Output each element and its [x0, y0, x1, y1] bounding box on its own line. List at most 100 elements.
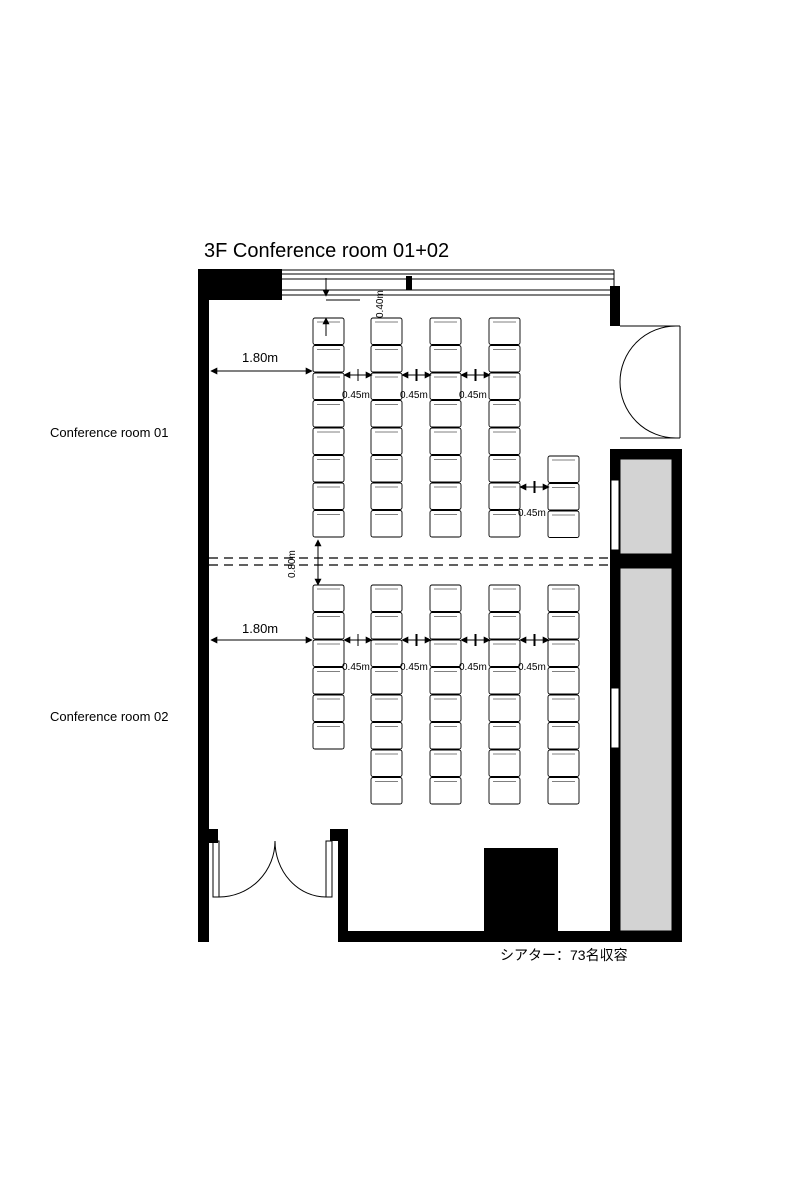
aisle-dim-5: 0.45m — [342, 634, 373, 673]
seat-r02-c3-8 — [429, 777, 462, 805]
seat-r01-c1-4 — [312, 400, 345, 428]
aisle-dimensions: 0.45m 0.45m 0.45m 0.45m 0.45m 0.45m 0.45m 0.45m — [342, 369, 550, 673]
door-upper-right — [619, 325, 681, 439]
seat-r01-c3-6 — [429, 455, 462, 483]
seating-room02 — [312, 584, 580, 805]
seat-r01-c4-5 — [488, 427, 521, 455]
aisle-dim-label-1: 0.45m — [342, 390, 370, 401]
seat-r01-c4-2 — [488, 345, 521, 373]
seat-r01-c5-3 — [547, 510, 580, 538]
bottom-wall — [338, 931, 682, 942]
seat-r02-c4-4 — [488, 667, 521, 695]
seat-r02-c2-1 — [370, 584, 403, 612]
seat-r02-c4-1 — [488, 584, 521, 612]
seat-r01-c3-5 — [429, 427, 462, 455]
lower-right-jamb-post — [338, 829, 348, 941]
seat-r01-c2-1 — [370, 317, 403, 345]
seat-r01-c5-1 — [547, 455, 580, 483]
plan-title: 3F Conference room 01+02 — [204, 240, 449, 262]
seat-r01-c4-4 — [488, 400, 521, 428]
seat-r01-c2-2 — [370, 345, 403, 373]
aisle-dim-label-5: 0.45m — [342, 662, 370, 673]
door-lower-left — [212, 840, 333, 898]
seat-r02-c1-3 — [312, 639, 345, 667]
seat-r02-c1-1 — [312, 584, 345, 612]
seat-r01-c2-6 — [370, 455, 403, 483]
seat-r02-c2-3 — [370, 639, 403, 667]
seat-r01-c3-4 — [429, 400, 462, 428]
seat-r02-c4-8 — [488, 777, 521, 805]
seat-r02-c5-5 — [547, 694, 580, 722]
seat-r02-c2-4 — [370, 667, 403, 695]
dim-label-wall-01: 1.80m — [242, 350, 278, 365]
aisle-dim-8: 0.45m — [518, 634, 550, 673]
seat-r02-c1-4 — [312, 667, 345, 695]
right-wall-stub — [610, 286, 620, 326]
left-door-jamb — [209, 829, 218, 843]
seat-r02-c3-3 — [429, 639, 462, 667]
window-upper — [610, 479, 620, 551]
seat-r01-c2-3 — [370, 372, 403, 400]
capacity-label: シアター：73名収容 — [500, 947, 628, 963]
left-wall-lower — [198, 829, 209, 942]
aisle-dim-4: 0.45m — [518, 481, 550, 519]
seat-r02-c5-4 — [547, 667, 580, 695]
pillar-mark — [406, 276, 412, 290]
seat-r01-c1-2 — [312, 345, 345, 373]
seat-r02-c1-6 — [312, 722, 345, 750]
aisle-dim-label-4: 0.45m — [518, 508, 546, 519]
seat-r02-c5-3 — [547, 639, 580, 667]
aisle-dim-label-7: 0.45m — [459, 662, 487, 673]
seat-r02-c2-8 — [370, 777, 403, 805]
seat-r02-c2-5 — [370, 694, 403, 722]
seat-r02-c1-2 — [312, 612, 345, 640]
seat-r02-c5-1 — [547, 584, 580, 612]
seat-r02-c2-6 — [370, 722, 403, 750]
seat-r02-c2-7 — [370, 749, 403, 777]
seat-r01-c2-8 — [370, 510, 403, 538]
seat-r02-c5-7 — [547, 749, 580, 777]
aisle-dim-label-8: 0.45m — [518, 662, 546, 673]
room-label-02: Conference room 02 — [50, 709, 169, 724]
seat-r02-c5-2 — [547, 612, 580, 640]
dim-label-partition: 0.80m — [287, 550, 298, 578]
seat-r01-c2-4 — [370, 400, 403, 428]
seat-r01-c3-3 — [429, 372, 462, 400]
seat-r02-c5-8 — [547, 777, 580, 805]
seat-r01-c3-8 — [429, 510, 462, 538]
seat-r01-c1-5 — [312, 427, 345, 455]
seat-r01-c1-6 — [312, 455, 345, 483]
seat-r01-c4-6 — [488, 455, 521, 483]
aisle-dim-label-2: 0.45m — [400, 390, 428, 401]
seat-r01-c1-8 — [312, 510, 345, 538]
seat-r01-c2-5 — [370, 427, 403, 455]
seat-r02-c3-1 — [429, 584, 462, 612]
seat-r01-c4-3 — [488, 372, 521, 400]
seat-r02-c3-6 — [429, 722, 462, 750]
seat-r02-c3-4 — [429, 667, 462, 695]
seat-r02-c3-2 — [429, 612, 462, 640]
seating-room01 — [312, 317, 580, 538]
seat-r02-c3-7 — [429, 749, 462, 777]
storage-area-upper — [619, 458, 673, 555]
seat-r02-c2-2 — [370, 612, 403, 640]
seat-r01-c3-7 — [429, 482, 462, 510]
aisle-dim-label-6: 0.45m — [400, 662, 428, 673]
seat-r02-c4-7 — [488, 749, 521, 777]
aisle-dim-6: 0.45m — [400, 634, 432, 673]
seat-r01-c3-2 — [429, 345, 462, 373]
seat-r01-c4-7 — [488, 482, 521, 510]
aisle-dim-label-3: 0.45m — [459, 390, 487, 401]
left-wall-upper — [198, 269, 209, 831]
seat-r01-c5-2 — [547, 483, 580, 511]
seat-r01-c1-3 — [312, 372, 345, 400]
dim-label-front: 0.40m — [375, 290, 386, 318]
storage-area-lower — [619, 567, 673, 932]
seat-r02-c4-6 — [488, 722, 521, 750]
aisle-dim-2: 0.45m — [400, 369, 432, 401]
podium-block — [484, 848, 558, 933]
seat-r02-c4-5 — [488, 694, 521, 722]
seat-r02-c4-3 — [488, 639, 521, 667]
aisle-dim-7: 0.45m — [459, 634, 491, 673]
